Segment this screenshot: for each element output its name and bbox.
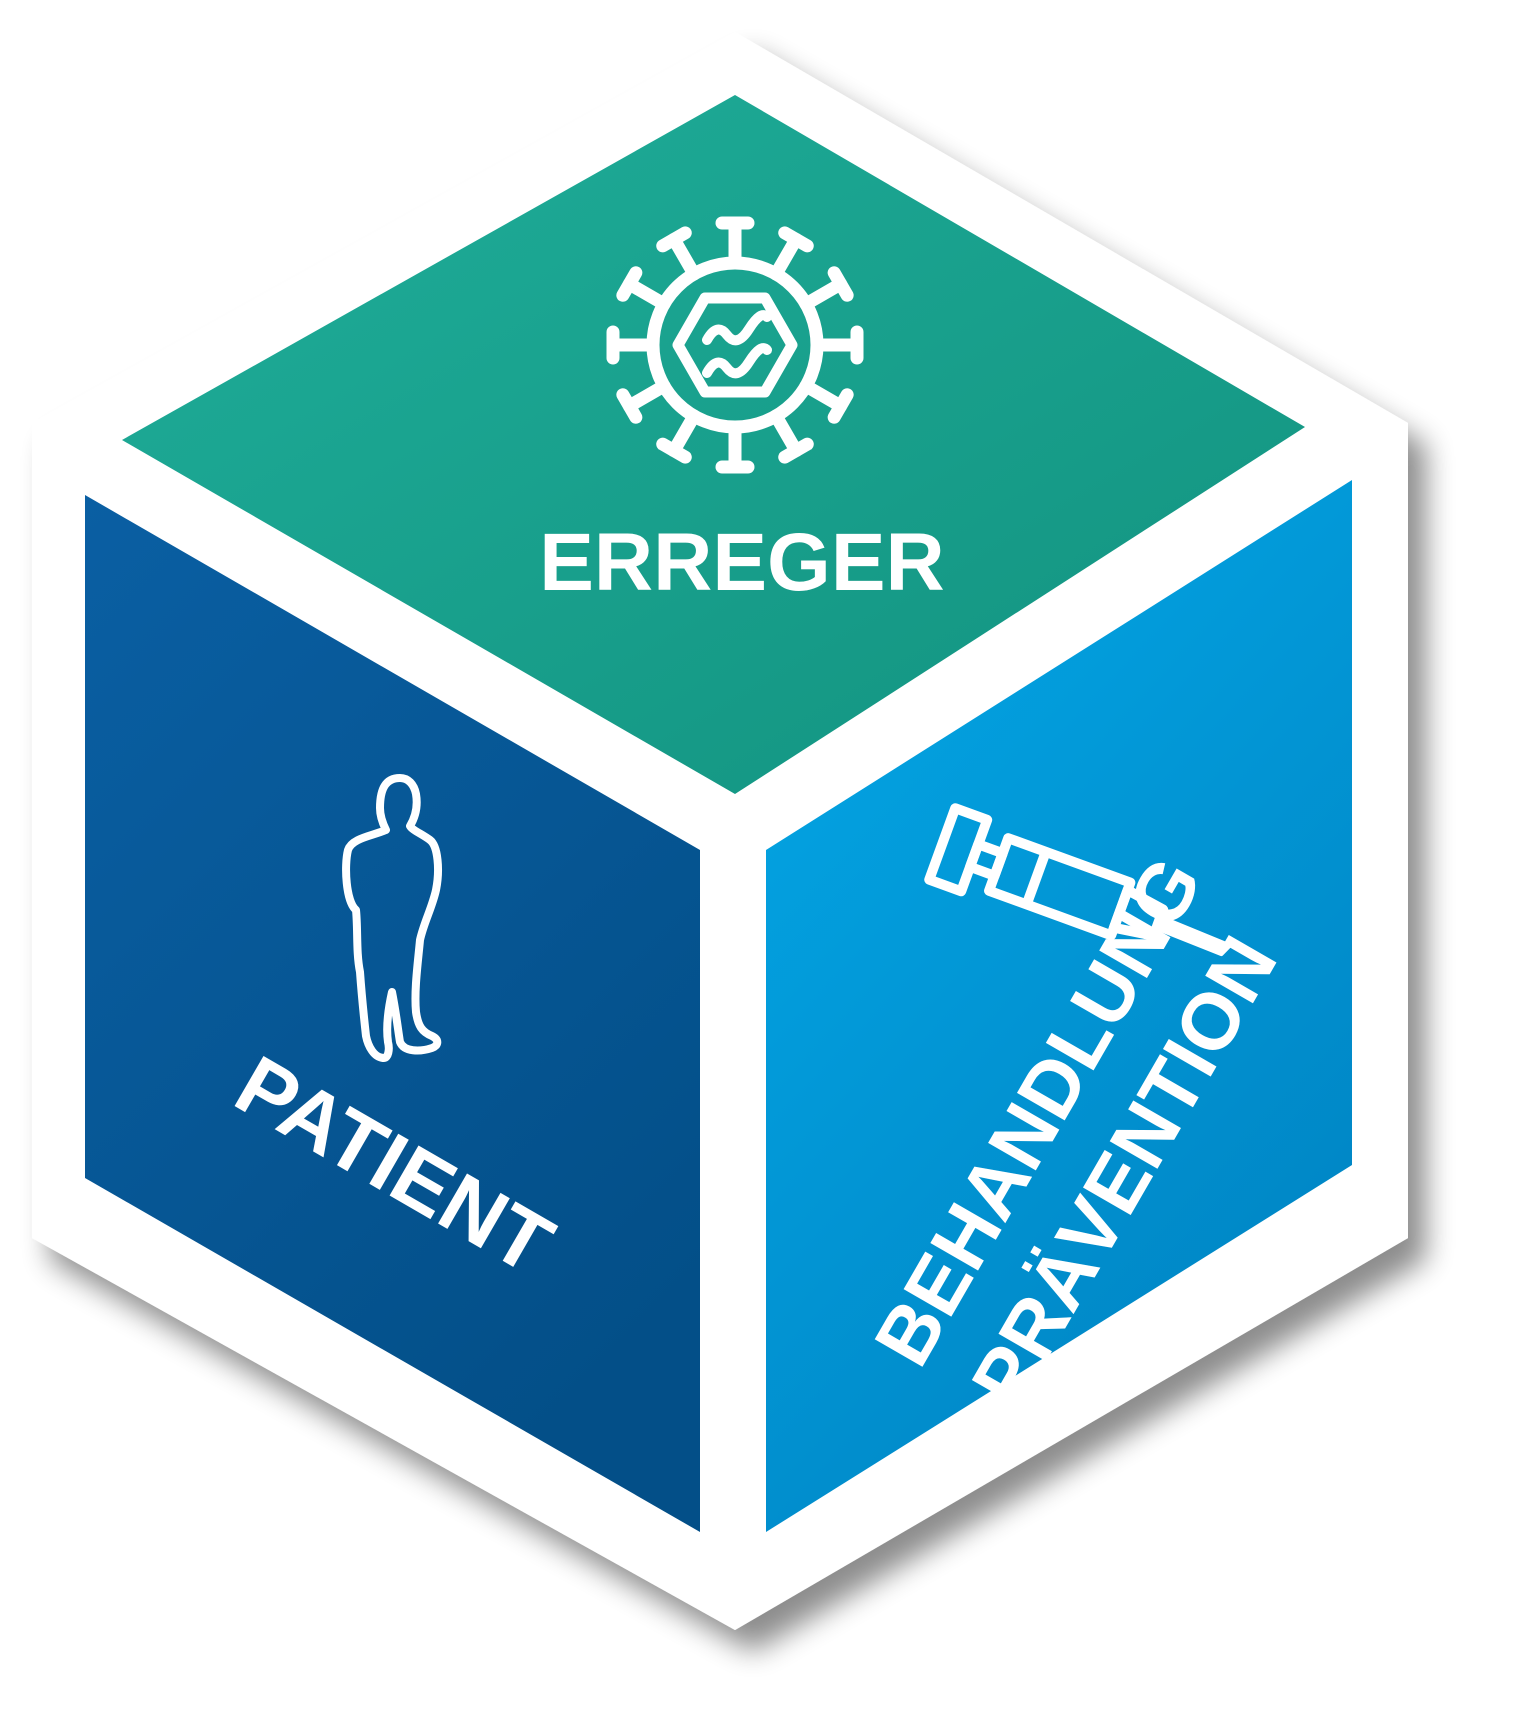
virus-spike (667, 409, 701, 458)
top-face-label: ERREGER (539, 517, 945, 608)
virus-spike-cap (616, 266, 643, 302)
syringe-icon (924, 803, 1232, 957)
virus-spike (769, 409, 803, 458)
virus-spike-cap (778, 437, 814, 464)
virus-spike-cap (656, 437, 692, 464)
person-silhouette-icon (342, 774, 442, 1062)
virus-spike (799, 277, 848, 311)
virus-spike-cap (778, 226, 814, 253)
virus-spike (622, 379, 671, 413)
virus-spike (769, 232, 803, 281)
virus-spike (622, 277, 671, 311)
virus-spike-cap (656, 226, 692, 253)
virus-spike-cap (616, 388, 643, 424)
top-face (122, 95, 1305, 794)
right-face (766, 480, 1352, 1532)
virus-icon (606, 216, 864, 474)
virus-spike (799, 379, 848, 413)
virus-spike-cap (827, 388, 854, 424)
virus-spike (667, 232, 701, 281)
virus-spike-cap (827, 266, 854, 302)
